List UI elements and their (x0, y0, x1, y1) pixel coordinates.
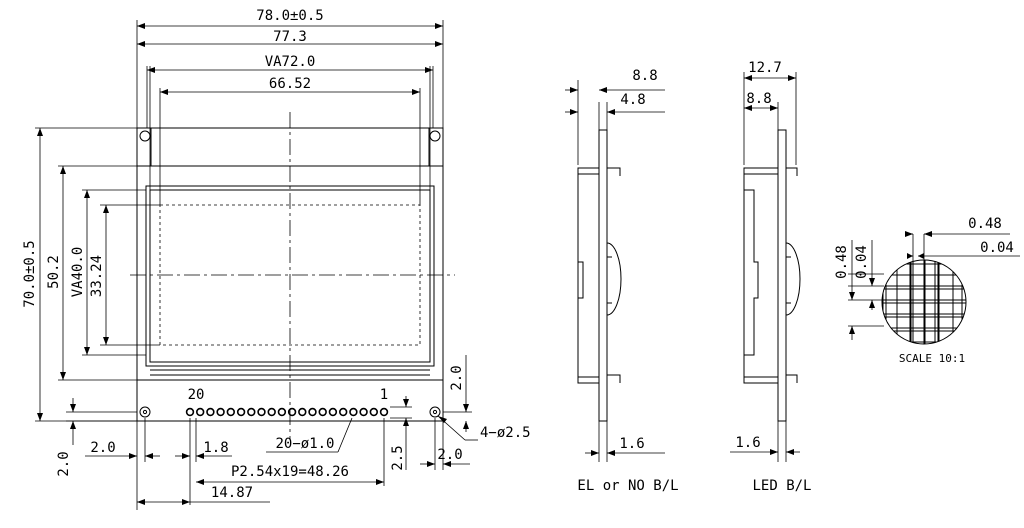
dim-led-depth-body: 8.8 (746, 91, 771, 107)
mount-hole-bottom-left (139, 406, 151, 418)
pin-hole (287, 407, 297, 417)
dim-mount-bottom: 2.0 (56, 451, 72, 476)
dot-detail: 0.48 0.04 0.48 0.04 SCALE 10:1 (834, 216, 1020, 365)
pin-hole (196, 407, 205, 417)
dim-mount-right: 2.0 (437, 447, 462, 463)
dim-pin-start: 14.87 (211, 485, 253, 501)
dim-pin-row-height: 2.5 (390, 445, 406, 470)
pin-hole (339, 407, 348, 417)
pin-hole (298, 407, 307, 417)
dim-pin-offset: 1.8 (203, 440, 228, 456)
pin-hole (185, 407, 195, 417)
dim-pin-pitch: P2.54x19=48.26 (231, 464, 349, 480)
dim-dot-gap-v: 0.04 (854, 245, 870, 279)
pin-hole (369, 407, 378, 417)
pin-hole (206, 407, 215, 417)
dim-el-pcb: 1.6 (619, 436, 644, 452)
dim-overall-width: 78.0±0.5 (256, 8, 323, 24)
front-view: 78.0±0.5 77.3 VA72.0 66.52 70.0±0.5 50.2… (22, 8, 531, 510)
dim-aa-height: 33.24 (89, 255, 105, 297)
dim-right-margin: 2.0 (449, 365, 465, 390)
pin-hole (277, 407, 287, 417)
dim-dot-pitch: 0.48 (968, 216, 1002, 232)
dim-dot-pitch-v: 0.48 (834, 245, 850, 279)
mount-hole-top-right (429, 130, 441, 142)
pin-hole (379, 407, 389, 417)
pin-hole (226, 407, 236, 417)
pin-row (185, 407, 389, 417)
dim-mount-left: 2.0 (90, 440, 115, 456)
el-side-view: 8.8 4.8 1.6 EL or NO B/L (565, 68, 679, 494)
mount-hole-bottom-right (429, 406, 441, 418)
led-side-view: 12.7 8.8 1.6 LED B/L (730, 60, 812, 494)
el-view-label: EL or NO B/L (577, 478, 678, 494)
pin-hole (257, 407, 266, 417)
dim-bezel-width: 77.3 (273, 29, 307, 45)
dim-dot-gap: 0.04 (980, 240, 1014, 256)
pin-label-1: 1 (380, 387, 388, 403)
led-view-label: LED B/L (752, 478, 811, 494)
dim-va-width: VA72.0 (265, 54, 316, 70)
dim-led-pcb: 1.6 (735, 435, 760, 451)
mount-hole-top-left (139, 130, 151, 142)
pin-hole (328, 407, 338, 417)
dim-led-depth-total: 12.7 (748, 60, 782, 76)
dim-el-depth-body: 4.8 (620, 92, 645, 108)
pin-hole (349, 407, 358, 417)
pin-hole (216, 407, 225, 417)
dim-mount-holes: 4−ø2.5 (480, 425, 531, 441)
pin-hole (247, 407, 256, 417)
pin-label-20: 20 (188, 387, 205, 403)
dim-pin-holes: 20−ø1.0 (275, 436, 334, 452)
dim-el-depth-total: 8.8 (632, 68, 657, 84)
dim-va-height: VA40.0 (70, 247, 86, 298)
pin-hole (318, 407, 327, 417)
pin-hole (267, 407, 276, 417)
pin-hole (236, 407, 246, 417)
pin-hole (359, 407, 368, 417)
pin-hole (308, 407, 317, 417)
dim-bezel-height: 50.2 (46, 255, 62, 289)
scale-label: SCALE 10:1 (899, 352, 965, 365)
dim-aa-width: 66.52 (269, 76, 311, 92)
dim-overall-height: 70.0±0.5 (22, 240, 38, 307)
